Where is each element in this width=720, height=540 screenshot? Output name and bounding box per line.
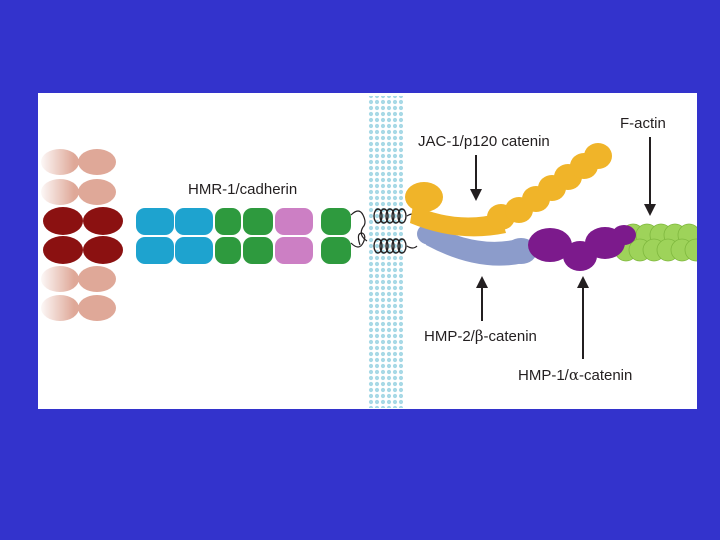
beta-suffix: -catenin bbox=[483, 328, 537, 345]
down-arrow-p120 bbox=[470, 155, 482, 201]
label-alpha-catenin: HMP-1/α-catenin bbox=[518, 366, 632, 384]
down-arrow-factin bbox=[644, 137, 656, 216]
label-p120-catenin: JAC-1/p120 catenin bbox=[418, 133, 550, 150]
label-f-actin: F-actin bbox=[620, 115, 666, 132]
p120-catenin bbox=[405, 143, 612, 237]
cadherin-top-strand bbox=[43, 207, 351, 235]
beta-prefix: HMP-2/ bbox=[424, 328, 475, 345]
transmembrane-helix-lower bbox=[373, 238, 407, 254]
up-arrow-alpha bbox=[577, 276, 589, 359]
diagram-panel: HMR-1/cadherin JAC-1/p120 catenin F-acti… bbox=[38, 93, 697, 409]
label-beta-catenin: HMP-2/β-catenin bbox=[424, 327, 537, 345]
cadherin-linkers bbox=[350, 210, 368, 248]
up-arrow-beta bbox=[476, 276, 488, 321]
alpha-suffix: -catenin bbox=[578, 367, 633, 384]
beta-symbol: β bbox=[474, 327, 484, 345]
transmembrane-helix-upper bbox=[373, 208, 407, 224]
alpha-symbol: α bbox=[568, 366, 579, 384]
fade-overlay bbox=[38, 143, 98, 328]
diagram-canvas bbox=[38, 96, 697, 408]
label-cadherin: HMR-1/cadherin bbox=[188, 181, 298, 198]
cadherin-bottom-strand bbox=[43, 236, 351, 264]
alpha-prefix: HMP-1/ bbox=[518, 367, 569, 384]
alpha-catenin bbox=[528, 225, 636, 271]
cyto-tail-lower bbox=[406, 245, 418, 249]
